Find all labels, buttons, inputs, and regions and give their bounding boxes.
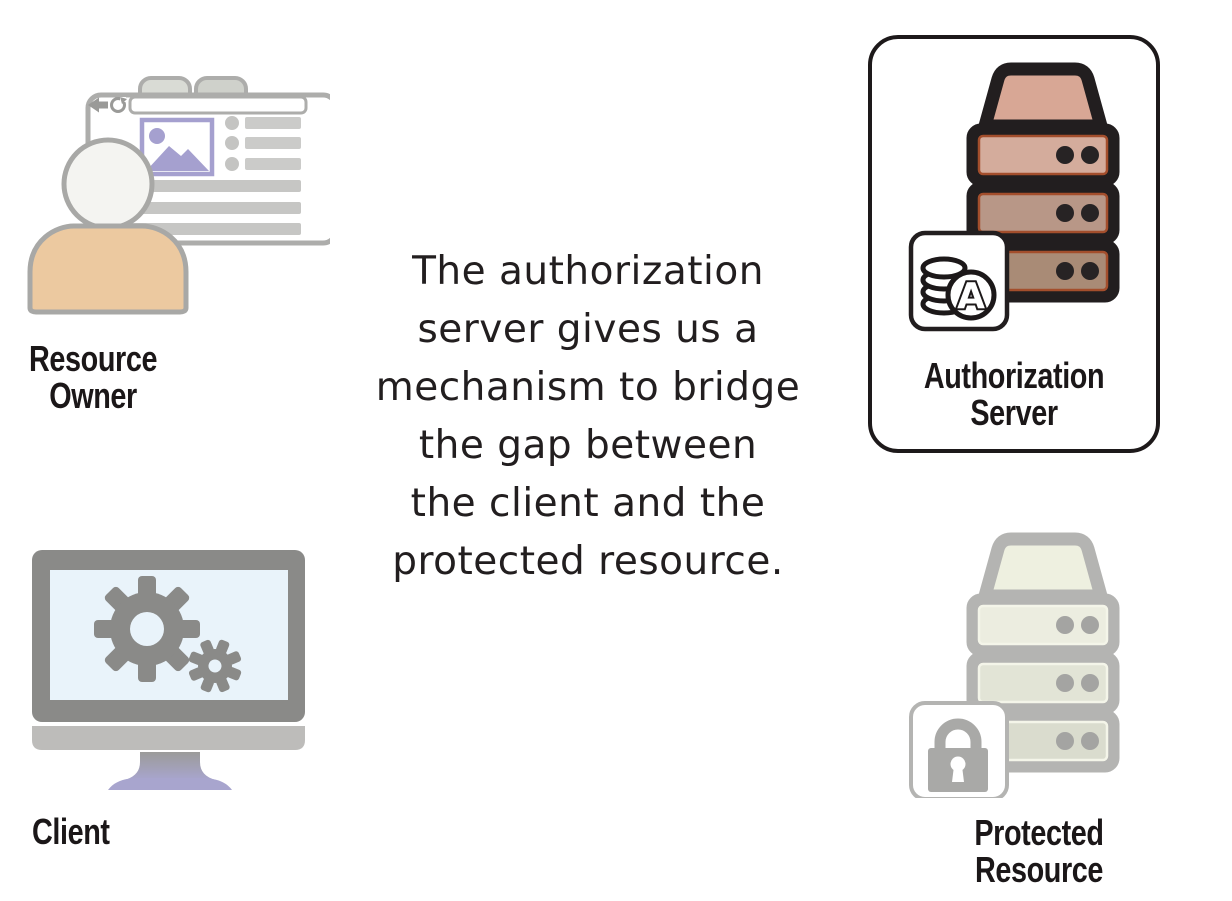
bulleted-list-icon	[225, 116, 301, 171]
authorization-server-label: Authorization Server	[900, 357, 1127, 431]
server-stack-icon	[966, 62, 1120, 303]
authorization-server-label-line2: Server	[970, 392, 1058, 433]
monitor-stand	[124, 752, 216, 780]
protected-resource-icon	[909, 532, 1120, 798]
back-arrow-icon	[88, 97, 108, 113]
resource-owner-label-line2: Owner	[49, 375, 137, 416]
gear-icon-small	[188, 639, 242, 693]
server-stack-gray-icon	[966, 532, 1120, 773]
monitor-chin	[32, 726, 305, 750]
caption-line: The authorization	[412, 249, 764, 294]
client-label-line1: Client	[32, 811, 110, 852]
caption-line: server gives us a	[417, 307, 759, 352]
caption-line: mechanism to bridge	[375, 365, 801, 410]
protected-resource-label-line1: Protected	[974, 812, 1104, 853]
person-head	[61, 137, 155, 231]
resource-owner-label-line1: Resource	[29, 338, 158, 379]
protected-resource-label: Protected Resource	[935, 814, 1143, 888]
caption-line: the client and the	[410, 481, 766, 526]
monitor-base	[108, 778, 232, 790]
client-icon	[32, 550, 305, 790]
lock-badge	[909, 701, 1009, 798]
image-placeholder-icon	[139, 117, 215, 177]
address-bar	[128, 95, 308, 115]
badge-letter: A	[957, 276, 985, 317]
protected-resource-label-line2: Resource	[974, 849, 1104, 890]
person-body	[27, 223, 189, 315]
client-label: Client	[32, 813, 192, 850]
caption-line: the gap between	[418, 423, 758, 468]
person-icon	[27, 137, 189, 315]
database-badge: A	[908, 230, 1010, 332]
resource-owner-icon	[27, 76, 330, 315]
gear-icon-large	[94, 576, 200, 682]
padlock-icon	[928, 718, 988, 792]
badge-circle	[945, 269, 997, 321]
caption-line: protected resource.	[392, 539, 784, 584]
caption-text: The authorization server gives us a mech…	[326, 243, 850, 591]
authorization-server-icon: A	[908, 62, 1120, 332]
browser-window-icon	[85, 92, 330, 246]
monitor-icon	[32, 550, 305, 790]
authorization-server-label-line1: Authorization	[923, 355, 1105, 396]
refresh-icon	[110, 97, 127, 113]
resource-owner-label: Resource Owner	[29, 340, 157, 414]
authorization-server-box: A Authorization Server	[868, 35, 1160, 453]
